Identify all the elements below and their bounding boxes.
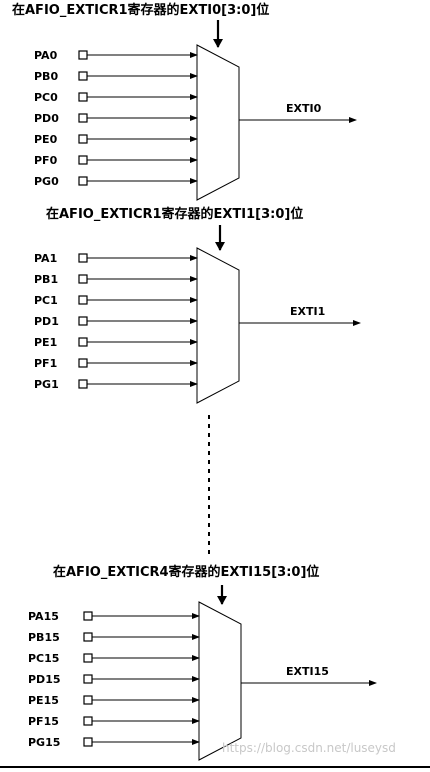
ellipsis-dot [208, 505, 210, 509]
mux-block-0: 在AFIO_EXTICR1寄存器的EXTI0[3:0]位 PA0PB0PC0PD0… [12, 2, 357, 201]
input-label: PC1 [34, 294, 58, 307]
input-pin-box [78, 295, 88, 305]
input-label: PD0 [34, 112, 59, 125]
input-pin-box [83, 611, 93, 621]
input-label: PD15 [28, 673, 61, 686]
select-arrow-head [213, 39, 223, 48]
input-label: PA1 [34, 252, 57, 265]
input-label: PE1 [34, 336, 57, 349]
input-label: PF0 [34, 154, 58, 167]
block-title: 在AFIO_EXTICR1寄存器的EXTI1[3:0]位 [46, 206, 303, 222]
input-pin-box [78, 71, 88, 81]
output-label: EXTI0 [286, 102, 322, 115]
ellipsis-dot [208, 460, 210, 464]
input-pin-box [83, 632, 93, 642]
input-pin-box [78, 176, 88, 186]
input-pin-box [78, 134, 88, 144]
input-pin-box [83, 737, 93, 747]
input-label: PG0 [34, 175, 59, 188]
input-pin-box [78, 155, 88, 165]
input-pin-box [78, 113, 88, 123]
input-label: PC15 [28, 652, 59, 665]
input-pin-box [78, 358, 88, 368]
input-label: PB0 [34, 70, 58, 83]
ellipsis-dot [208, 451, 210, 455]
output-label: EXTI15 [286, 665, 329, 678]
ellipsis-dot [208, 532, 210, 536]
multiplexer-shape [196, 44, 240, 201]
input-pin-box [78, 337, 88, 347]
input-label: PC0 [34, 91, 58, 104]
mux-block-1: 在AFIO_EXTICR1寄存器的EXTI1[3:0]位 PA1PB1PC1PD1… [34, 206, 361, 404]
multiplexer-shape [198, 601, 242, 761]
input-pin-box [83, 674, 93, 684]
ellipsis-dot [208, 550, 210, 554]
input-label: PB15 [28, 631, 60, 644]
input-label: PA0 [34, 49, 58, 62]
ellipsis-dot [208, 478, 210, 482]
input-pin-box [83, 653, 93, 663]
mux-block-2: 在AFIO_EXTICR4寄存器的EXTI15[3:0]位 PA15PB15PC1… [28, 564, 377, 761]
input-label: PG15 [28, 736, 60, 749]
input-label: PE15 [28, 694, 59, 707]
output-label: EXTI1 [290, 305, 325, 318]
input-pin-box [78, 50, 88, 60]
vertical-ellipsis [208, 415, 210, 554]
input-label: PA15 [28, 610, 59, 623]
input-pin-box [78, 253, 88, 263]
input-pin-box [78, 92, 88, 102]
select-arrow-head [215, 242, 225, 251]
ellipsis-dot [208, 469, 210, 473]
multiplexer-shape [196, 247, 240, 404]
ellipsis-dot [208, 415, 210, 419]
input-label: PB1 [34, 273, 58, 286]
block-title: 在AFIO_EXTICR4寄存器的EXTI15[3:0]位 [53, 564, 319, 580]
ellipsis-dot [208, 424, 210, 428]
watermark-text: https://blog.csdn.net/luseysd [222, 741, 396, 755]
input-label: PF1 [34, 357, 57, 370]
input-pin-box [78, 379, 88, 389]
input-label: PG1 [34, 378, 59, 391]
ellipsis-dot [208, 442, 210, 446]
input-label: PD1 [34, 315, 59, 328]
input-pin-box [83, 695, 93, 705]
ellipsis-dot [208, 487, 210, 491]
input-label: PE0 [34, 133, 58, 146]
ellipsis-dot [208, 514, 210, 518]
ellipsis-dot [208, 523, 210, 527]
input-pin-box [78, 274, 88, 284]
ellipsis-dot [208, 433, 210, 437]
ellipsis-dot [208, 541, 210, 545]
input-pin-box [78, 316, 88, 326]
block-title: 在AFIO_EXTICR1寄存器的EXTI0[3:0]位 [12, 2, 269, 18]
ellipsis-dot [208, 496, 210, 500]
select-arrow-head [217, 596, 227, 605]
input-label: PF15 [28, 715, 59, 728]
input-pin-box [83, 716, 93, 726]
